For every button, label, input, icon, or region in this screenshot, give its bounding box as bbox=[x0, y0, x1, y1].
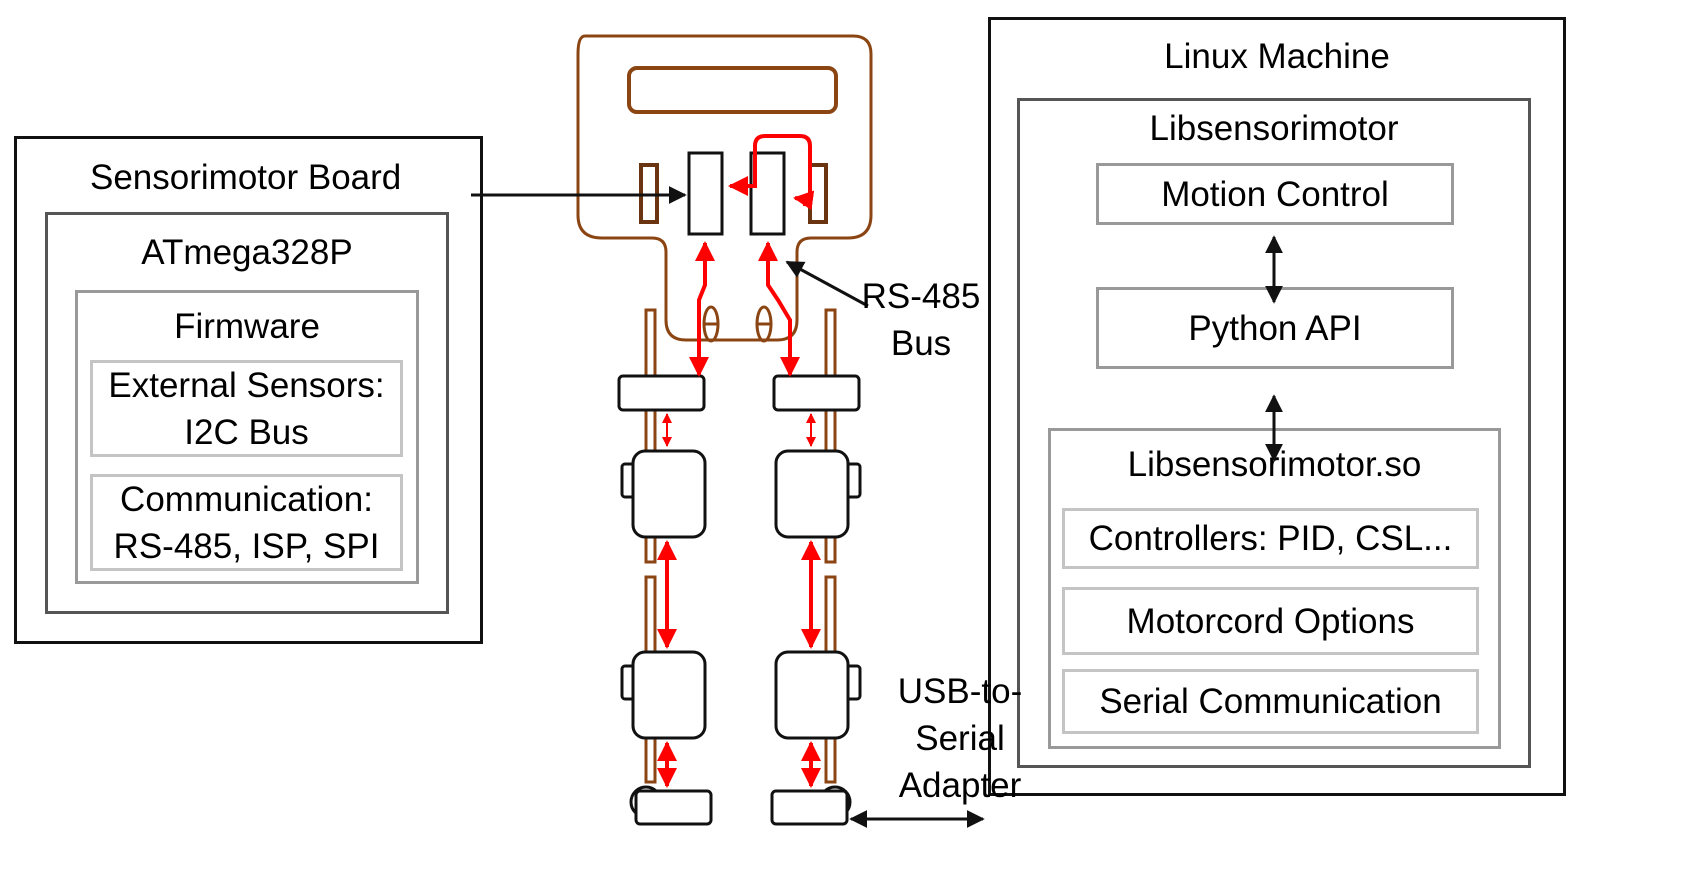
rs485-bus-label-line1: RS-485 bbox=[861, 277, 981, 316]
motion-control-label: Motion Control bbox=[1161, 174, 1389, 214]
board-chip-left bbox=[687, 151, 724, 236]
libsensorimotor-title: Libsensorimotor bbox=[1149, 109, 1399, 148]
firmware-title: Firmware bbox=[174, 307, 320, 346]
external-sensors-line2: I2C Bus bbox=[184, 412, 309, 452]
rs485-bus-label: RS-485 Bus bbox=[856, 273, 986, 367]
controllers-box: Controllers: PID, CSL... bbox=[1062, 508, 1479, 569]
adapter-label-line2: Serial bbox=[915, 719, 1005, 758]
external-sensors-line1: External Sensors: bbox=[108, 365, 385, 405]
sensorimotor-board-title: Sensorimotor Board bbox=[90, 158, 402, 197]
upper-servos bbox=[620, 449, 862, 539]
right-ear-slot bbox=[808, 163, 828, 224]
feet bbox=[629, 785, 852, 826]
motorcord-options-box: Motorcord Options bbox=[1062, 587, 1479, 655]
python-api-box: Python API bbox=[1096, 287, 1454, 369]
atmega-title: ATmega328P bbox=[141, 233, 353, 272]
lower-servos bbox=[620, 650, 862, 740]
communication-box: Communication: RS-485, ISP, SPI bbox=[90, 474, 403, 571]
communication-line1: Communication: bbox=[120, 479, 373, 519]
adapter-label-line3: Adapter bbox=[898, 766, 1022, 805]
linux-machine-title: Linux Machine bbox=[1164, 37, 1390, 76]
rs485-bus-label-line2: Bus bbox=[890, 324, 952, 363]
motion-control-box: Motion Control bbox=[1096, 163, 1454, 225]
robot-head-display bbox=[627, 66, 838, 114]
serial-communication-box: Serial Communication bbox=[1062, 669, 1479, 734]
bus-pointer-arrow bbox=[785, 260, 869, 308]
rs485-bus-arrows bbox=[657, 134, 821, 788]
serial-communication-label: Serial Communication bbox=[1099, 682, 1442, 721]
external-sensors-box: External Sensors: I2C Bus bbox=[90, 360, 403, 457]
communication-line2: RS-485, ISP, SPI bbox=[113, 526, 380, 566]
hip-actuators bbox=[617, 374, 861, 412]
hip-joint-symbols bbox=[702, 305, 773, 343]
controllers-label: Controllers: PID, CSL... bbox=[1088, 519, 1453, 558]
python-api-label: Python API bbox=[1188, 308, 1362, 348]
adapter-label-line1: USB-to- bbox=[897, 672, 1023, 711]
usb-serial-adapter-label: USB-to- Serial Adapter bbox=[880, 668, 1040, 809]
motorcord-options-label: Motorcord Options bbox=[1126, 601, 1415, 641]
